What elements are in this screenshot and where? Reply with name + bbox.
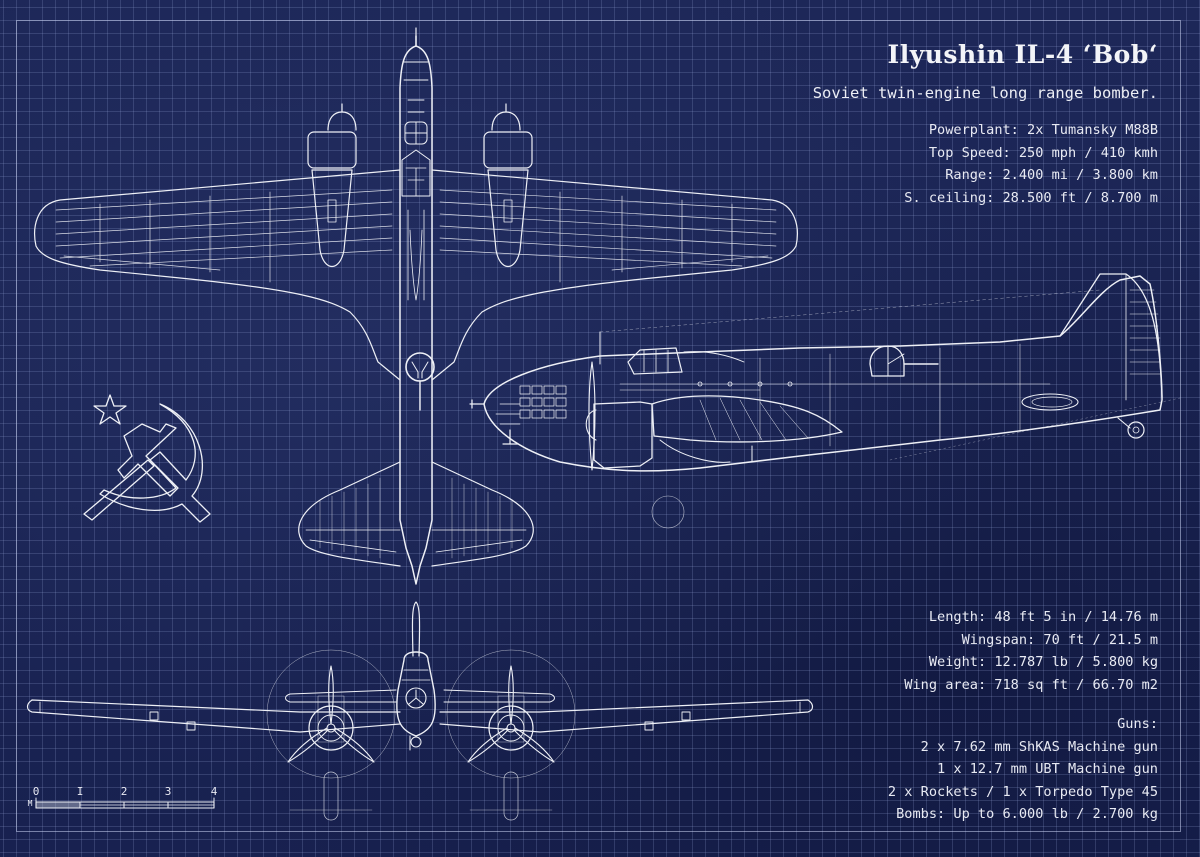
poster-subtitle: Soviet twin-engine long range bomber. xyxy=(812,84,1158,102)
spec-wing-area: Wing area: 718 sq ft / 66.70 m2 xyxy=(904,676,1158,693)
side-propeller xyxy=(589,362,595,470)
side-wing xyxy=(652,396,842,442)
front-view-elevation xyxy=(28,602,813,820)
spec-length: Length: 48 ft 5 in / 14.76 m xyxy=(928,609,1158,625)
scale-bar xyxy=(36,798,214,808)
scale-bar-labels: M 0 I 2 3 4 xyxy=(28,785,224,808)
star-icon xyxy=(94,395,126,424)
spec-top-speed: Top Speed: 250 mph / 410 kmh xyxy=(928,144,1158,161)
scale-tick-3: 3 xyxy=(164,785,172,798)
front-engine-right xyxy=(447,650,575,820)
drawing-frame xyxy=(16,20,1181,832)
front-engine-left xyxy=(267,650,395,820)
side-dorsal-turret xyxy=(870,346,904,376)
top-view-plan xyxy=(35,28,798,584)
poster-title: Ilyushin IL-4 ‘Bob‘ xyxy=(887,40,1158,69)
spec-guns-heading: Guns: xyxy=(1117,716,1158,732)
side-fin xyxy=(1060,274,1162,398)
dorsal-turret xyxy=(406,353,434,381)
top-wing-left xyxy=(35,170,400,380)
dimension-specs: Length: 48 ft 5 in / 14.76 m Wingspan: 7… xyxy=(904,606,1158,696)
scale-tick-2: 2 xyxy=(120,785,128,798)
top-wing-right xyxy=(432,170,797,380)
top-nacelle-right xyxy=(484,104,532,267)
hammer-icon xyxy=(118,424,178,496)
performance-specs: Powerplant: 2x Tumansky M88B Top Speed: … xyxy=(904,119,1158,209)
side-fuselage xyxy=(484,276,1162,471)
side-nacelle xyxy=(594,402,652,468)
spec-wingspan: Wingspan: 70 ft / 21.5 m xyxy=(961,631,1158,648)
scale-tick-0: 0 xyxy=(32,785,40,798)
spec-service-ceiling: S. ceiling: 28.500 ft / 8.700 m xyxy=(904,189,1158,206)
scale-unit: M xyxy=(27,799,33,808)
spec-range: Range: 2.400 mi / 3.800 km xyxy=(945,167,1158,183)
front-fuselage xyxy=(397,652,435,736)
top-nacelle-left xyxy=(308,104,356,267)
armament-specs: Guns: 2 x 7.62 mm ShKAS Machine gun 1 x … xyxy=(888,713,1158,826)
scale-tick-4: 4 xyxy=(210,785,218,798)
tail-wheel xyxy=(1128,422,1144,438)
top-fuselage xyxy=(400,36,432,584)
side-cockpit xyxy=(628,348,682,374)
hammer-sickle-emblem xyxy=(84,395,210,522)
front-fin xyxy=(412,602,419,656)
spec-rockets-torpedo: 2 x Rockets / 1 x Torpedo Type 45 xyxy=(887,783,1158,800)
spec-gun-shkas: 2 x 7.62 mm ShKAS Machine gun xyxy=(920,738,1158,755)
front-wing-left xyxy=(28,700,401,732)
spec-gun-ubt: 1 x 12.7 mm UBT Machine gun xyxy=(937,761,1158,777)
spec-weight: Weight: 12.787 lb / 5.800 kg xyxy=(928,654,1158,670)
front-wing-right xyxy=(440,700,813,732)
side-view-profile xyxy=(470,274,1180,528)
spec-powerplant: Powerplant: 2x Tumansky M88B xyxy=(928,122,1158,138)
spec-bombs: Bombs: Up to 6.000 lb / 2.700 kg xyxy=(896,806,1158,822)
sickle-icon xyxy=(100,404,210,522)
top-tailplane xyxy=(299,462,534,566)
scale-tick-1: I xyxy=(76,785,84,798)
